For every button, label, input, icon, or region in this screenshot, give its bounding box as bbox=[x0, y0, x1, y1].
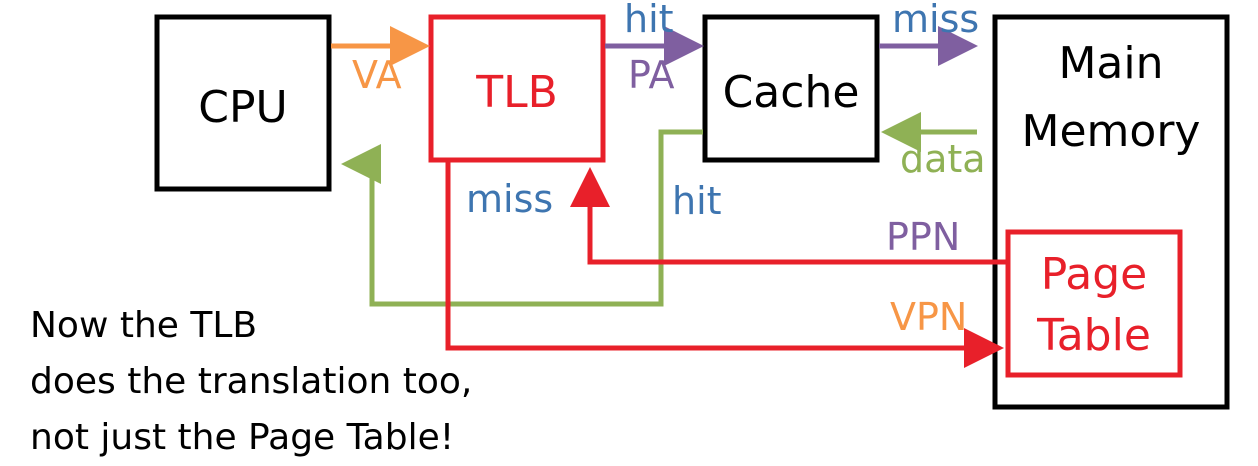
pa-label: PA bbox=[628, 53, 674, 97]
cpu-label: CPU bbox=[198, 82, 287, 133]
page-table-label-line1: Page bbox=[1041, 249, 1148, 300]
vpn-path bbox=[445, 162, 1004, 368]
tlb-label: TLB bbox=[475, 67, 558, 118]
tlb-box bbox=[428, 14, 606, 163]
ppn-path bbox=[570, 167, 1006, 265]
cache-box bbox=[702, 14, 880, 163]
page-table-label-line2: Table bbox=[1036, 310, 1151, 361]
tlb-hit-label: hit bbox=[624, 0, 674, 41]
main-memory-label-line1: Main bbox=[1058, 38, 1163, 89]
vpn-label: VPN bbox=[890, 295, 967, 339]
data-label: data bbox=[900, 137, 986, 181]
note-line-2: does the translation too, bbox=[30, 361, 473, 402]
main-memory-label-line2: Memory bbox=[1022, 106, 1201, 157]
note-text: Now the TLB does the translation too, no… bbox=[30, 298, 472, 466]
cache-hit-label: hit bbox=[672, 179, 722, 223]
cache-label: Cache bbox=[723, 67, 860, 118]
cache-miss-label: miss bbox=[892, 0, 979, 41]
cpu-box bbox=[154, 14, 332, 192]
ppn-label: PPN bbox=[886, 215, 960, 259]
va-label: VA bbox=[352, 53, 402, 97]
main-memory-box bbox=[992, 14, 1230, 410]
cache-hit-path bbox=[341, 129, 703, 307]
note-line-1: Now the TLB bbox=[30, 305, 258, 346]
note-line-3: not just the Page Table! bbox=[30, 417, 455, 458]
page-table-box bbox=[1005, 229, 1183, 378]
tlb-miss-label: miss bbox=[466, 177, 553, 221]
